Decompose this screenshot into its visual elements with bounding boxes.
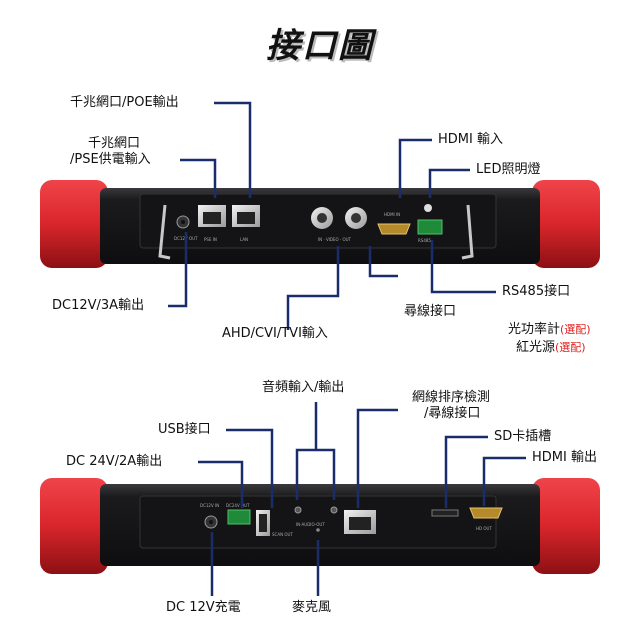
left-handle <box>40 180 108 268</box>
label-poe: 千兆網口/POE輸出 <box>70 95 179 110</box>
left-handle-bottom <box>40 478 108 574</box>
leader-lines <box>168 101 526 596</box>
leader-network-test <box>356 408 398 508</box>
label-dc12v-charge: DC 12V充電 <box>166 600 241 615</box>
label-pse-line1: 千兆網口 <box>88 136 141 151</box>
label-red-light: 紅光源(選配) <box>516 340 586 355</box>
label-hdmi-out: HDMI 輸出 <box>532 450 597 465</box>
label-usb: USB接口 <box>158 422 211 437</box>
dc24v-terminal <box>227 509 251 525</box>
leader-rs485 <box>430 240 496 294</box>
label-pse-line2: /PSE供電輸入 <box>70 152 151 167</box>
leader-pse <box>180 158 217 198</box>
device-text-pse: PSE IN <box>204 237 217 242</box>
leader-usb <box>226 428 274 508</box>
top-device <box>40 180 600 268</box>
bottom-device <box>40 478 600 574</box>
label-dc12v: DC12V/3A輸出 <box>52 298 145 313</box>
hdmi-out-port <box>469 507 503 519</box>
label-led: LED照明燈 <box>476 162 541 177</box>
sd-slot <box>431 509 459 517</box>
label-dc24v: DC 24V/2A輸出 <box>66 454 163 469</box>
right-hinge <box>461 204 474 260</box>
device-text-audio: IN-AUDIO-OUT <box>296 522 325 527</box>
leader-ahd <box>286 246 340 330</box>
rs485-terminal <box>417 219 443 235</box>
label-network-test-line1: 網線排序檢測 <box>412 390 491 405</box>
device-text-video: IN · VIDEO · OUT <box>318 237 352 242</box>
hdmi-in-port <box>377 223 411 235</box>
leader-led <box>428 168 470 198</box>
label-audio: 音頻輸入/輸出 <box>262 380 345 395</box>
right-handle <box>532 180 600 268</box>
led <box>424 204 432 212</box>
device-text-lan: LAN <box>240 237 248 242</box>
label-optical-power: 光功率計(選配) <box>508 322 591 337</box>
device-text-dc12v: DC12V IN <box>200 503 219 508</box>
device-text-dc24v: DC24V OUT <box>226 503 250 508</box>
page-title: 接口圖 <box>266 26 374 66</box>
leader-cable-find <box>368 246 398 278</box>
device-text-rs485: RS485 <box>418 238 431 243</box>
mic-hole <box>316 528 320 532</box>
left-hinge <box>158 204 171 260</box>
label-mic: 麥克風 <box>292 600 332 615</box>
label-sd: SD卡插槽 <box>494 429 552 444</box>
label-hdmi-in: HDMI 輸入 <box>438 132 503 147</box>
leader-hdmi-out <box>482 456 526 506</box>
leader-poe <box>214 101 252 198</box>
label-ahd: AHD/CVI/TVI輸入 <box>222 326 328 341</box>
label-rs485: RS485接口 <box>502 284 571 299</box>
audio-in-jack <box>294 506 302 514</box>
label-network-test-line2: /尋線接口 <box>424 406 481 421</box>
device-text-hdout: HD OUT <box>476 526 492 531</box>
device-text-hdmi: HDMI IN <box>384 212 400 217</box>
label-cable-find: 尋線接口 <box>404 304 457 319</box>
leader-hdmi-in <box>398 138 432 198</box>
leader-sd <box>444 435 488 508</box>
right-handle-bottom <box>532 478 600 574</box>
leader-dc12v <box>168 232 188 308</box>
audio-out-jack <box>330 506 338 514</box>
leader-dc24v <box>198 460 244 508</box>
device-text-scan: SCAN OUT <box>272 532 293 537</box>
